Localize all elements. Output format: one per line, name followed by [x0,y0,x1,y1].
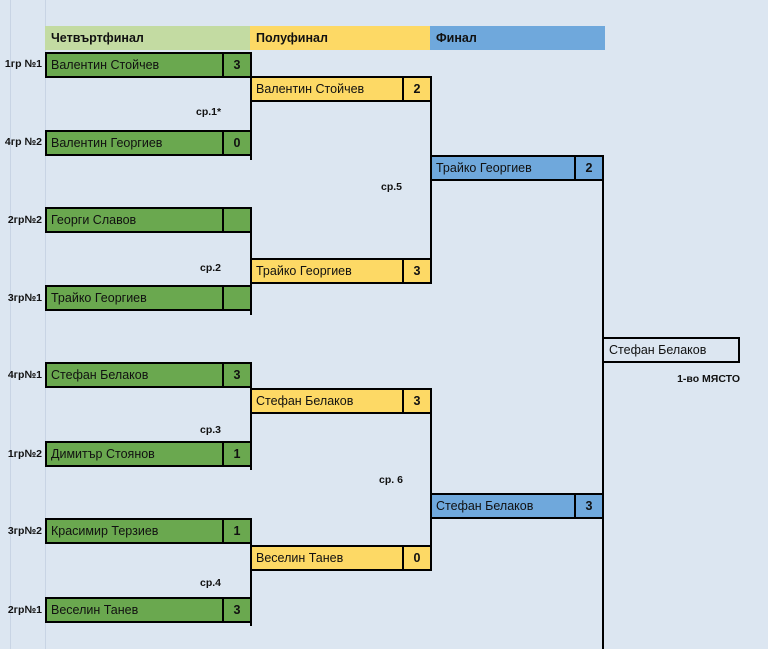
round-header-final: Финал [430,26,605,50]
connector-qf-pair-1 [250,52,252,160]
match-box-qf-6[interactable]: Димитър Стоянов 1 [45,441,252,467]
match-number-4: ср.4 [200,577,222,589]
player-score: 0 [402,547,430,569]
player-name: Георги Славов [51,213,137,227]
match-number-1: ср.1* [196,106,222,118]
player-score: 3 [402,390,430,412]
player-name: Трайко Георгиев [436,161,532,175]
match-box-sf-1[interactable]: Валентин Стойчев 2 [250,76,432,102]
match-box-qf-7[interactable]: Красимир Терзиев 1 [45,518,252,544]
match-box-qf-5[interactable]: Стефан Белаков 3 [45,362,252,388]
connector-qf-pair-3 [250,362,252,470]
match-number-3: ср.3 [200,424,222,436]
player-score: 0 [222,132,250,154]
grid-line [10,0,11,649]
player-score: 2 [574,157,602,179]
seed-label-4: 3гр№1 [7,292,42,304]
player-score: 3 [222,54,250,76]
winner-box[interactable]: Стефан Белаков [602,337,740,363]
player-score: 1 [222,443,250,465]
player-score [222,209,250,231]
seed-label-5: 4гр№1 [7,369,42,381]
winner-name: Стефан Белаков [609,343,707,357]
player-name: Веселин Танев [256,551,344,565]
seed-label-8: 2гр№1 [7,604,42,616]
match-box-final-1[interactable]: Трайко Георгиев 2 [430,155,604,181]
seed-label-3: 2гр№2 [7,214,42,226]
seed-label-2: 4гр №2 [4,136,42,148]
seed-label-6: 1гр№2 [7,448,42,460]
player-name: Стефан Белаков [256,394,354,408]
first-place-label: 1-во МЯСТО [677,373,740,385]
connector-qf-pair-4 [250,518,252,626]
match-box-qf-4[interactable]: Трайко Георгиев [45,285,252,311]
player-name: Димитър Стоянов [51,447,155,461]
match-box-sf-3[interactable]: Стефан Белаков 3 [250,388,432,414]
match-box-qf-3[interactable]: Георги Славов [45,207,252,233]
seed-label-7: 3гр№2 [7,525,42,537]
player-name: Стефан Белаков [436,499,534,513]
player-name: Красимир Терзиев [51,524,159,538]
seed-label-1: 1гр №1 [4,58,42,70]
match-box-qf-1[interactable]: Валентин Стойчев 3 [45,52,252,78]
match-box-qf-8[interactable]: Веселин Танев 3 [45,597,252,623]
player-score: 1 [222,520,250,542]
connector-sf-pair-2 [430,388,432,571]
player-score: 3 [402,260,430,282]
connector-final-to-winner [602,155,604,649]
round-header-quarterfinal: Четвъртфинал [45,26,250,50]
match-box-final-2[interactable]: Стефан Белаков 3 [430,493,604,519]
match-box-sf-4[interactable]: Веселин Танев 0 [250,545,432,571]
match-box-sf-2[interactable]: Трайко Георгиев 3 [250,258,432,284]
player-name: Валентин Стойчев [51,58,160,72]
match-box-qf-2[interactable]: Валентин Георгиев 0 [45,130,252,156]
round-header-semifinal: Полуфинал [250,26,430,50]
player-score [222,287,250,309]
player-name: Валентин Георгиев [51,136,163,150]
player-name: Трайко Георгиев [256,264,352,278]
player-score: 3 [222,364,250,386]
match-number-6: ср. 6 [379,474,403,486]
grid-line [45,0,46,649]
player-name: Валентин Стойчев [256,82,365,96]
player-name: Трайко Георгиев [51,291,147,305]
player-name: Стефан Белаков [51,368,149,382]
match-number-2: ср.2 [200,262,222,274]
player-score: 3 [222,599,250,621]
player-name: Веселин Танев [51,603,139,617]
player-score: 3 [574,495,602,517]
player-score: 2 [402,78,430,100]
match-number-5: ср.5 [381,181,403,193]
